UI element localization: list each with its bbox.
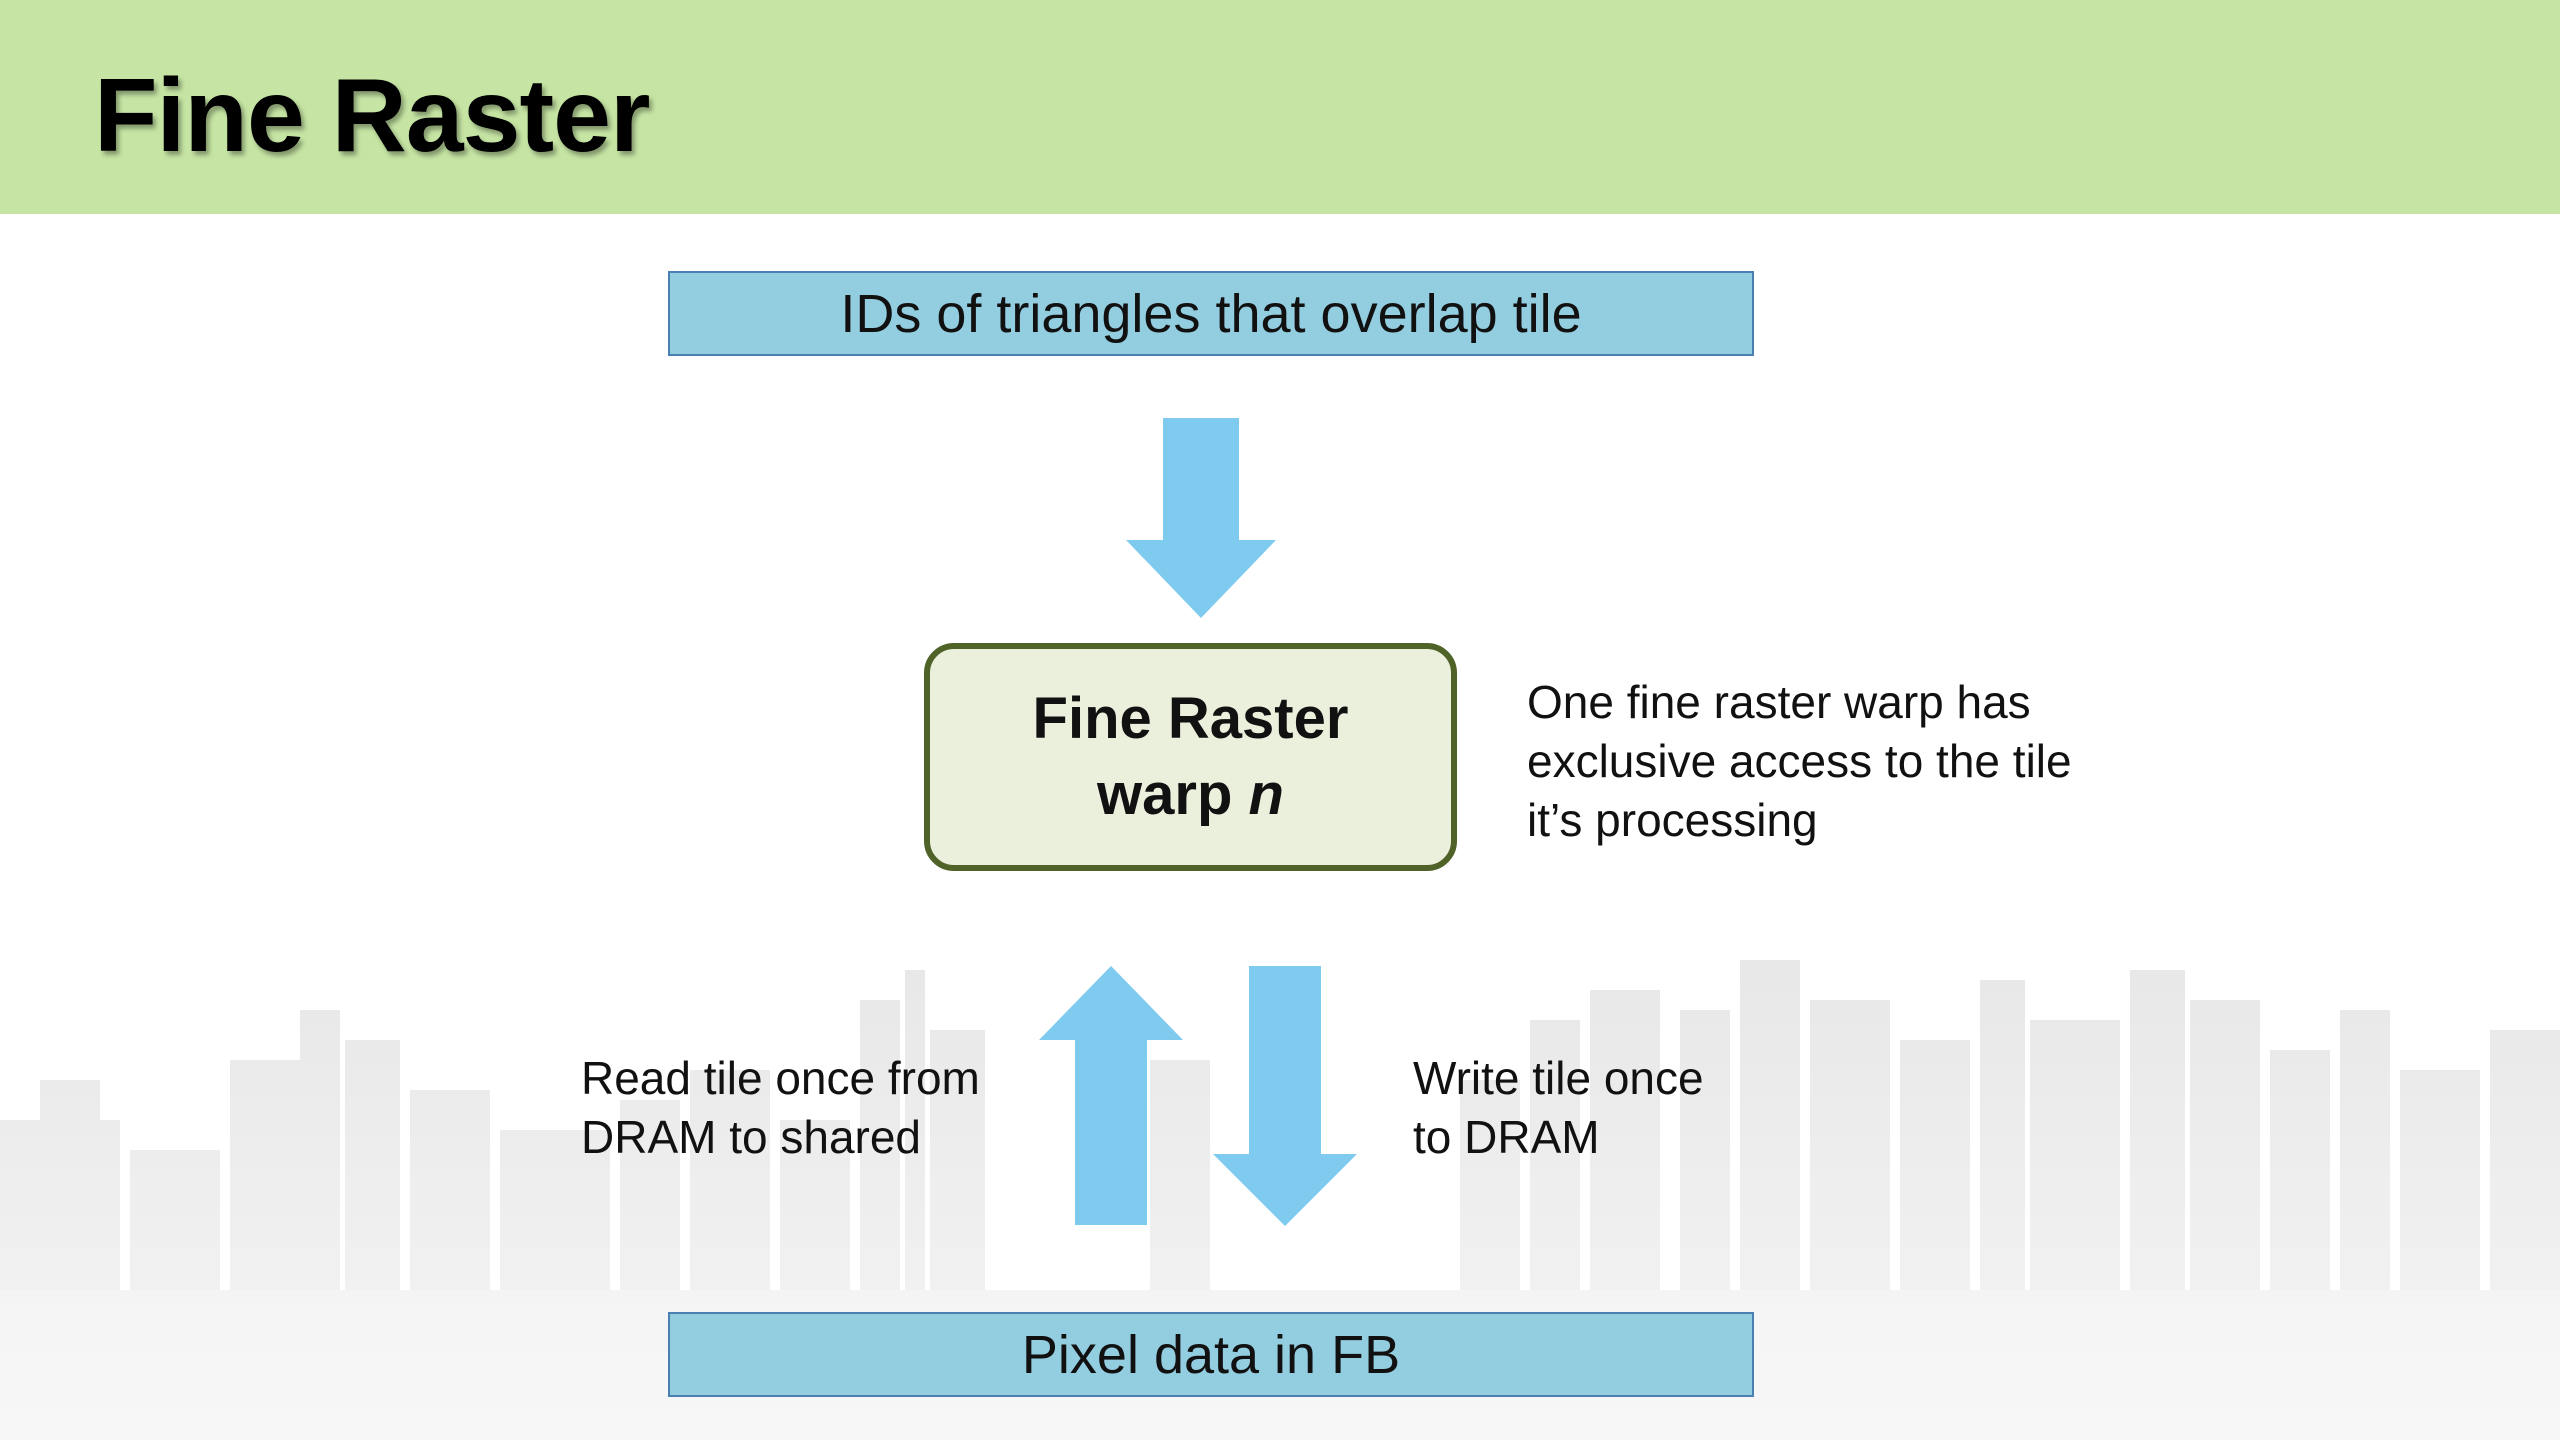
slide-title: Fine Raster [94, 58, 650, 174]
triangle-ids-box: IDs of triangles that overlap tile [668, 271, 1754, 356]
note-line: it’s processing [1527, 794, 1818, 846]
pixel-data-box: Pixel data in FB [668, 1312, 1754, 1397]
warp-box-title: Fine Raster [1032, 686, 1349, 751]
exclusive-access-note: One fine raster warp has exclusive acces… [1527, 673, 2072, 850]
warp-box-variable: n [1248, 762, 1284, 827]
write-label-line: Write tile once [1413, 1052, 1704, 1104]
write-label-line: to DRAM [1413, 1111, 1600, 1163]
write-tile-label: Write tile once to DRAM [1413, 1049, 1704, 1167]
up-arrow-read-icon [1039, 966, 1183, 1225]
note-line: One fine raster warp has [1527, 676, 2031, 728]
read-tile-label: Read tile once from DRAM to shared [581, 1049, 980, 1167]
read-label-line: Read tile once from [581, 1052, 980, 1104]
note-line: exclusive access to the tile [1527, 735, 2072, 787]
warp-box-prefix: warp [1097, 762, 1249, 827]
fine-raster-warp-box: Fine Raster warp n [924, 643, 1457, 871]
warp-box-subtitle: warp n [1097, 757, 1284, 833]
title-band: Fine Raster [0, 0, 2560, 214]
down-arrow-write-icon [1213, 966, 1357, 1226]
read-label-line: DRAM to shared [581, 1111, 922, 1163]
down-arrow-input-icon [1126, 418, 1276, 618]
